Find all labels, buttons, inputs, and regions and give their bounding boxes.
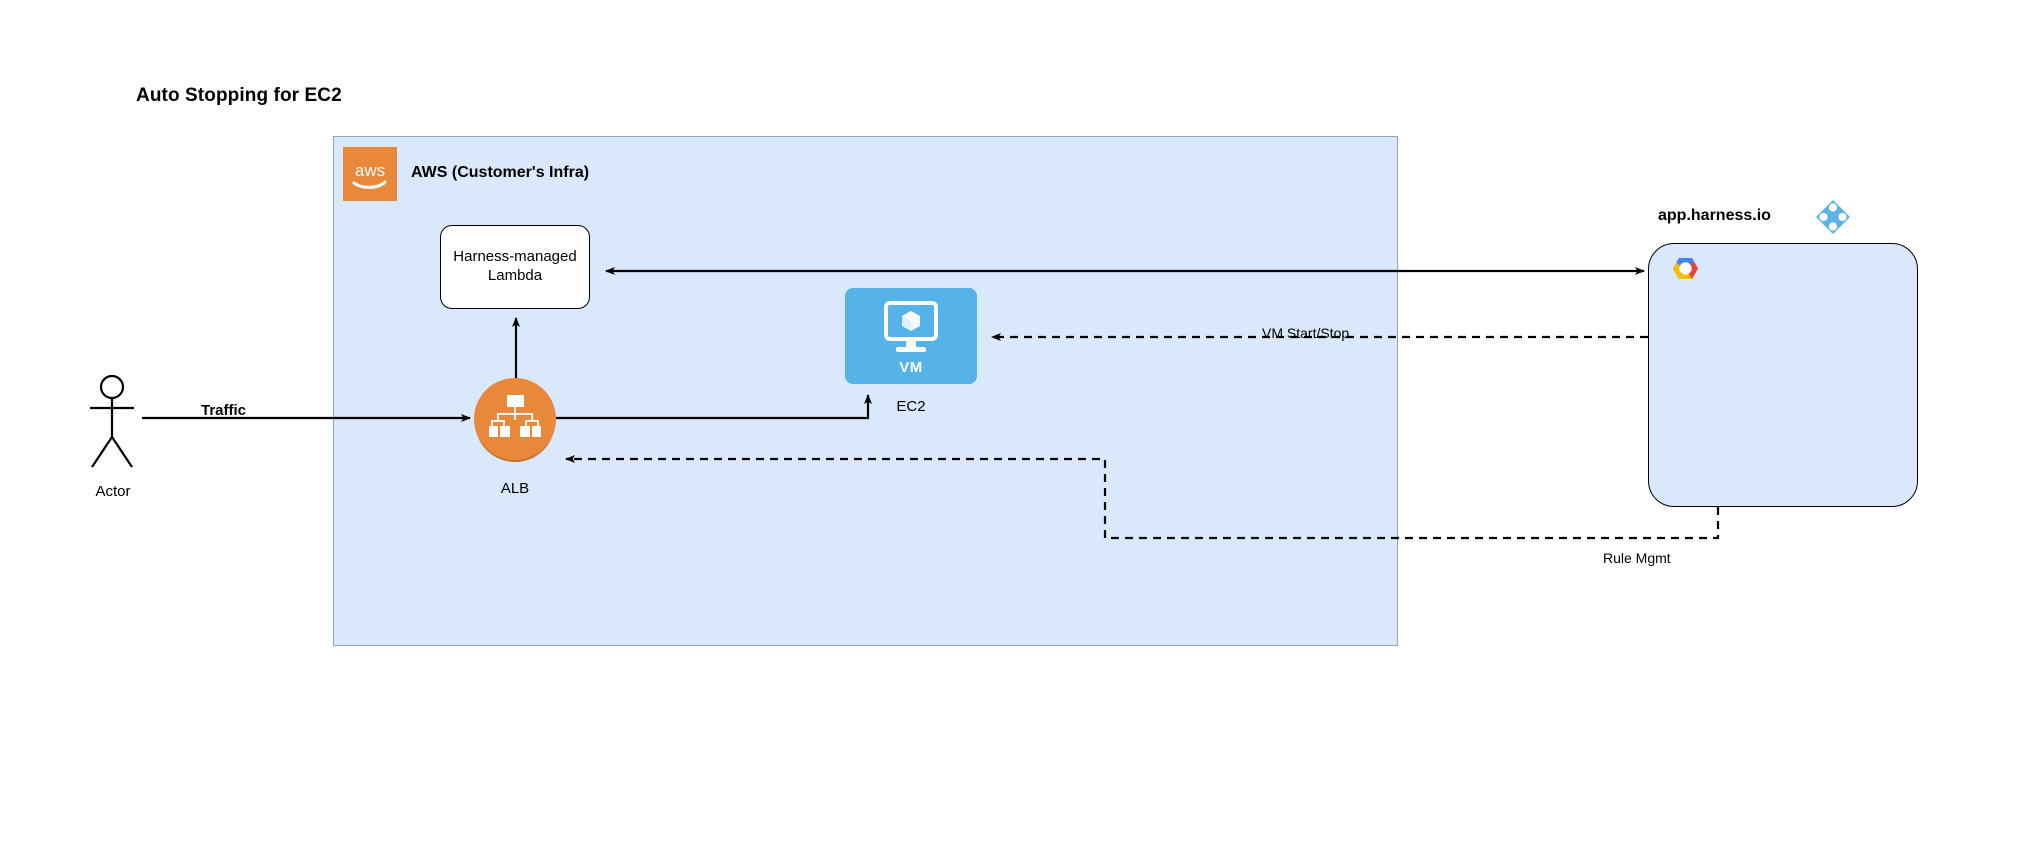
ec2-caption: EC2 (896, 398, 926, 415)
edge-label-traffic: Traffic (201, 402, 247, 419)
node-harness-managed-lambda[interactable]: Harness-managed Lambda (440, 225, 590, 309)
actor-caption: Actor (95, 483, 131, 500)
aws-container-label: AWS (Customer's Infra) (411, 164, 590, 181)
load-balancer-icon (488, 393, 542, 446)
edge-label-rule-mgmt: Rule Mgmt (1603, 550, 1671, 566)
ec2-inner-label: VM (899, 359, 923, 376)
node-ec2-vm[interactable]: VM (845, 288, 977, 384)
google-cloud-icon (1666, 253, 1704, 291)
node-alb[interactable] (474, 378, 556, 460)
aws-logo-icon: aws (343, 147, 397, 201)
lambda-node-label: Harness-managed Lambda (453, 248, 577, 284)
harness-logo-icon (1814, 198, 1852, 236)
page-title: Auto Stopping for EC2 (136, 85, 342, 106)
svg-text:aws: aws (355, 161, 385, 180)
vm-monitor-icon (880, 300, 942, 361)
harness-title: app.harness.io (1658, 207, 1771, 224)
alb-caption: ALB (500, 480, 530, 497)
stick-figure-icon (82, 374, 142, 480)
edge-label-vm-start-stop: VM Start/Stop (1258, 325, 1354, 341)
